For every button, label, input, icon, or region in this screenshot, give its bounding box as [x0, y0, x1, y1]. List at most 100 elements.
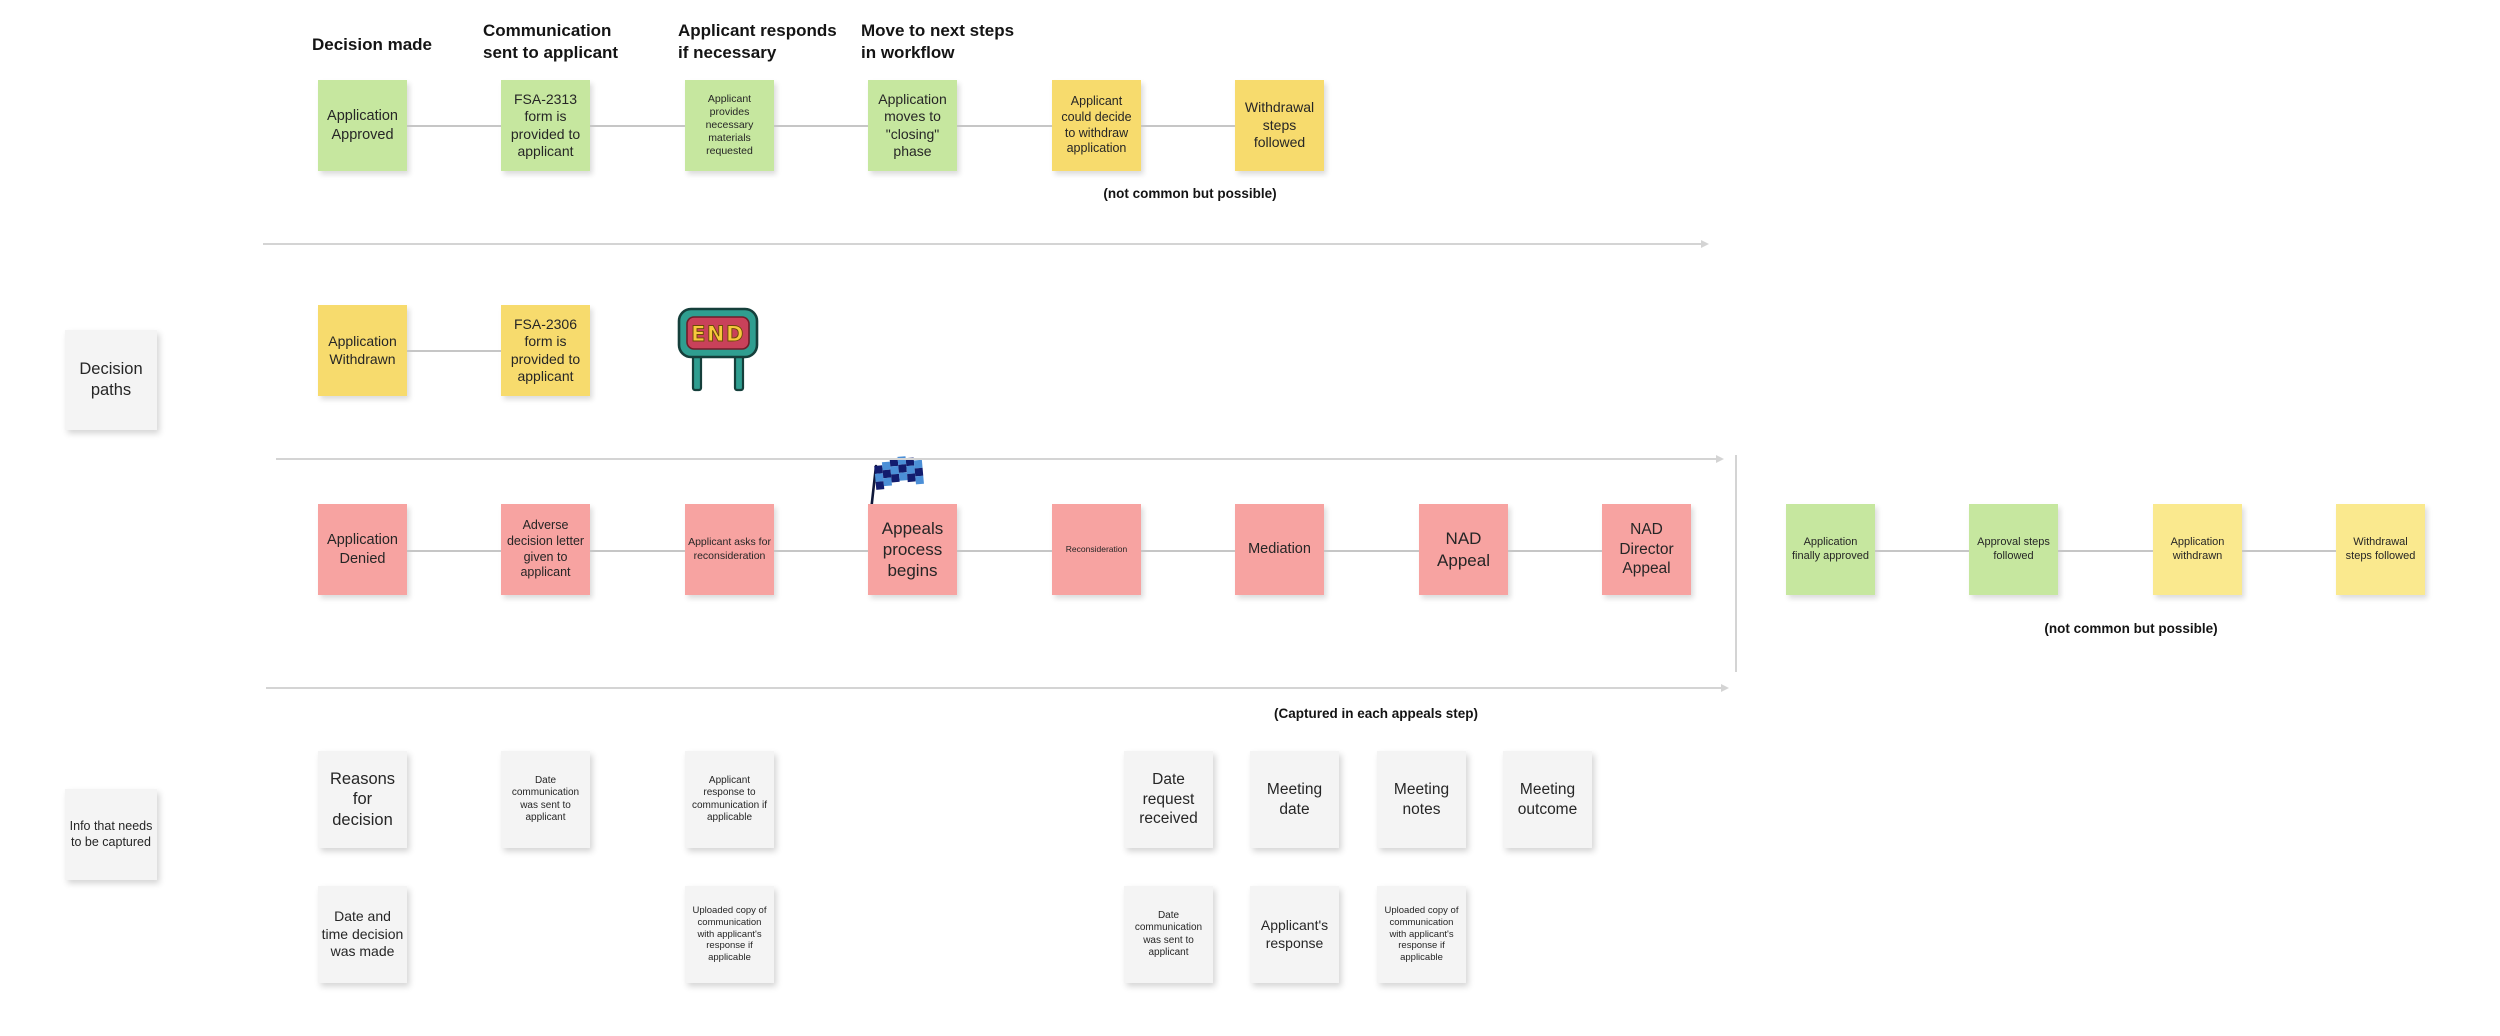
sticky-note-text: Meeting date: [1266, 781, 1323, 818]
connector-line: [1324, 550, 1419, 552]
label-captured-appeals: (Captured in each appeals step): [1273, 706, 1479, 721]
sticky-note-appeals-process-begins[interactable]: Appeals process begins: [868, 504, 957, 595]
sticky-note-text: Date and time decision was made: [321, 908, 404, 960]
sticky-note-text: Applicant could decide to withdraw appli…: [1061, 94, 1132, 156]
sticky-note-text: Mediation: [1248, 541, 1311, 558]
sticky-note-text: Applicant provides necessary materials r…: [705, 92, 754, 158]
sticky-note-date-time-decision-made[interactable]: Date and time decision was made: [318, 886, 407, 983]
label-not-common-right: (not common but possible): [2044, 621, 2218, 636]
column-header-communication-sent: Communication sent to applicant: [483, 21, 619, 63]
sticky-note-nad-director-appeal[interactable]: NAD Director Appeal: [1602, 504, 1691, 595]
sticky-note-text: Applicant response to communication if a…: [691, 774, 768, 824]
connector-line: [2058, 550, 2153, 552]
connector-line: [1508, 550, 1602, 552]
sticky-note-text: Applicant's response: [1260, 917, 1329, 951]
sticky-note-application-denied[interactable]: Application Denied: [318, 504, 407, 595]
sticky-note-text: Application Withdrawn: [328, 333, 397, 367]
sticky-note-applicant-asks-reconsideration[interactable]: Applicant asks for reconsideration: [685, 504, 774, 595]
connector-line: [590, 550, 685, 552]
sticky-note-text: FSA-2306 form is provided to applicant: [510, 315, 581, 385]
sticky-note-fsa-2306[interactable]: FSA-2306 form is provided to applicant: [501, 305, 590, 396]
sticky-note-text: NAD Director Appeal: [1619, 521, 1674, 578]
column-header-move-next-steps: Move to next steps in workflow: [861, 21, 1015, 63]
sticky-note-nad-appeal[interactable]: NAD Appeal: [1419, 504, 1508, 595]
sticky-note-date-communication-sent-appeals[interactable]: Date communication was sent to applicant: [1124, 886, 1213, 983]
sticky-note-meeting-date[interactable]: Meeting date: [1250, 751, 1339, 848]
sticky-note-text: FSA-2313 form is provided to applicant: [510, 90, 581, 160]
sticky-note-uploaded-copy-left[interactable]: Uploaded copy of communication with appl…: [685, 886, 774, 983]
sticky-note-text: Application finally approved: [1791, 535, 1870, 562]
sticky-note-approval-steps-followed[interactable]: Approval steps followed: [1969, 504, 2058, 595]
section-divider-line: [266, 684, 1729, 692]
sticky-note-text: Appeals process begins: [881, 518, 944, 581]
sticky-note-reconsideration[interactable]: Reconsideration: [1052, 504, 1141, 595]
sticky-note-withdrawal-steps-right[interactable]: Withdrawal steps followed: [2336, 504, 2425, 595]
sticky-note-application-moves-closing[interactable]: Application moves to "closing" phase: [868, 80, 957, 171]
side-note-info-captured[interactable]: Info that needs to be captured: [65, 789, 157, 880]
sticky-note-withdrawal-steps-top[interactable]: Withdrawal steps followed: [1235, 80, 1324, 171]
sticky-note-fsa-2313[interactable]: FSA-2313 form is provided to applicant: [501, 80, 590, 171]
sticky-note-text: Date communication was sent to applicant: [511, 774, 580, 824]
sticky-note-applicant-provides-materials[interactable]: Applicant provides necessary materials r…: [685, 80, 774, 171]
sticky-note-text: Date request received: [1139, 771, 1198, 828]
connector-line: [2242, 550, 2336, 552]
connector-line: [407, 550, 501, 552]
sticky-note-adverse-decision-letter[interactable]: Adverse decision letter given to applica…: [501, 504, 590, 595]
connector-line: [774, 125, 868, 127]
connector-line: [1141, 125, 1235, 127]
sticky-note-application-finally-approved[interactable]: Application finally approved: [1786, 504, 1875, 595]
sticky-note-applicants-response[interactable]: Applicant's response: [1250, 886, 1339, 983]
column-header-decision-made: Decision made: [312, 35, 432, 54]
sticky-note-application-approved[interactable]: Application Approved: [318, 80, 407, 171]
sticky-note-text: Applicant asks for reconsideration: [688, 536, 771, 562]
sticky-note-text: Uploaded copy of communication with appl…: [1384, 904, 1459, 964]
sticky-note-text: Meeting outcome: [1517, 781, 1578, 818]
label-not-common-top: (not common but possible): [1103, 186, 1277, 201]
sticky-note-date-communication-sent-left[interactable]: Date communication was sent to applicant: [501, 751, 590, 848]
checkered-flag-icon[interactable]: [853, 450, 929, 530]
sticky-note-meeting-notes[interactable]: Meeting notes: [1377, 751, 1466, 848]
sticky-note-text: Approval steps followed: [1977, 535, 2050, 562]
sticky-note-applicant-could-withdraw[interactable]: Applicant could decide to withdraw appli…: [1052, 80, 1141, 171]
sticky-note-applicant-response-communication[interactable]: Applicant response to communication if a…: [685, 751, 774, 848]
end-sign-text: END: [691, 322, 745, 346]
side-note-decision-paths[interactable]: Decision paths: [65, 330, 157, 430]
connector-line: [407, 350, 501, 352]
sticky-note-text: NAD Appeal: [1437, 529, 1490, 570]
sticky-note-text: Uploaded copy of communication with appl…: [692, 904, 767, 964]
sticky-note-application-withdrawn-right[interactable]: Application withdrawn: [2153, 504, 2242, 595]
sticky-note-text: Reasons for decision: [329, 769, 396, 829]
connector-line: [1875, 550, 1969, 552]
sticky-note-text: Date communication was sent to applicant: [1134, 909, 1203, 959]
sticky-note-text: Application withdrawn: [2170, 535, 2225, 562]
sticky-note-text: Meeting notes: [1393, 781, 1450, 818]
sticky-note-reasons-for-decision[interactable]: Reasons for decision: [318, 751, 407, 848]
end-sign-icon[interactable]: END: [676, 306, 760, 394]
sticky-note-text: Application Denied: [327, 532, 398, 567]
side-note-text: Decision paths: [79, 360, 143, 399]
sticky-note-mediation[interactable]: Mediation: [1235, 504, 1324, 595]
sticky-note-application-withdrawn[interactable]: Application Withdrawn: [318, 305, 407, 396]
divider-arrowhead: [1721, 684, 1729, 692]
connector-line: [407, 125, 501, 127]
sticky-note-text: Withdrawal steps followed: [2345, 535, 2416, 562]
sticky-note-text: Adverse decision letter given to applica…: [506, 518, 585, 580]
sticky-note-text: Reconsideration: [1065, 544, 1128, 555]
connector-line: [1141, 550, 1235, 552]
connector-line: [590, 125, 685, 127]
sticky-note-text: Application Approved: [327, 108, 398, 143]
sticky-note-text: Withdrawal steps followed: [1244, 99, 1315, 151]
sticky-note-uploaded-copy-appeals[interactable]: Uploaded copy of communication with appl…: [1377, 886, 1466, 983]
sticky-note-text: Application moves to "closing" phase: [878, 90, 947, 160]
side-note-text: Info that needs to be captured: [69, 818, 153, 849]
column-header-applicant-responds: Applicant responds if necessary: [678, 21, 837, 63]
connector-line: [957, 125, 1052, 127]
connector-line: [957, 550, 1052, 552]
sticky-note-date-request-received[interactable]: Date request received: [1124, 751, 1213, 848]
divider-arrowhead: [1701, 240, 1709, 248]
divider-arrowhead: [1716, 455, 1724, 463]
section-divider-line: [276, 455, 1724, 463]
sticky-note-meeting-outcome[interactable]: Meeting outcome: [1503, 751, 1592, 848]
flag-checks: [874, 456, 924, 490]
